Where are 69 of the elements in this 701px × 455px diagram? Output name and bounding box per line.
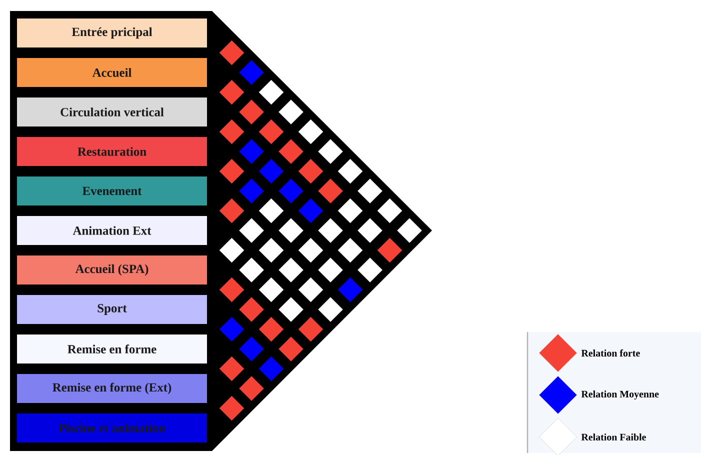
relation-diamond [278, 100, 304, 124]
relation-diamond [258, 356, 284, 382]
relation-diamond [278, 218, 304, 243]
relation-diamond [258, 316, 284, 342]
relation-diamond [298, 238, 324, 263]
relation-diamond [318, 139, 343, 164]
label-box: Accueil [17, 58, 207, 87]
label-box: Restauration [17, 136, 207, 166]
relation-diamond [278, 297, 304, 322]
relation-diamond [377, 198, 402, 224]
relation-diamond [239, 376, 264, 401]
relation-diamond [258, 198, 284, 224]
relation-diamond [298, 158, 324, 184]
relation-diamond [338, 277, 363, 302]
relation-diamond [298, 316, 324, 342]
relation-diamond [298, 119, 324, 144]
label-box: Animation Ext [17, 216, 207, 245]
relation-diamond [338, 198, 363, 224]
relation-diamond [219, 80, 244, 105]
relation-diamond [219, 40, 244, 66]
relation-diamond [239, 218, 264, 243]
relation-diamond [239, 178, 264, 204]
relation-diamond [219, 356, 244, 382]
relation-diamond [318, 178, 343, 204]
relation-diamond [239, 258, 264, 282]
legend-label: Relation Faible [581, 433, 646, 440]
relation-diamond [258, 80, 284, 105]
relation-diamond [358, 218, 382, 243]
relation-diamond [358, 178, 382, 204]
relation-diamond [298, 277, 324, 302]
label-box: Accueil (SPA) [17, 255, 207, 284]
label-box: Evenement [17, 176, 207, 206]
relation-diamond [298, 198, 324, 224]
relation-diamond [278, 139, 304, 164]
relation-diamond [258, 238, 284, 263]
relation-diamond [338, 238, 363, 263]
relation-diamond [258, 158, 284, 184]
relation-diamond [239, 336, 264, 362]
relation-diamond [239, 297, 264, 322]
relation-diamond [258, 119, 284, 144]
relation-diamond [219, 316, 244, 342]
relation-diamond [239, 60, 264, 85]
label-box: Entrée pricipal [17, 18, 207, 48]
relation-diamond [219, 396, 244, 421]
relation-diamond [278, 336, 304, 362]
label-box: Remise en forme [17, 334, 207, 364]
legend-label: Relation Moyenne [581, 390, 659, 400]
relation-diamond [318, 218, 343, 243]
legend-label: Relation forte [581, 349, 640, 357]
label-box: Remise en forme (Ext) [17, 374, 207, 403]
relation-diamond [239, 139, 264, 164]
relation-diamond [358, 258, 382, 282]
relation-diamond [219, 198, 244, 224]
label-box: Piscine et animation [17, 413, 207, 442]
relation-diamond [377, 238, 402, 263]
relation-diamond [219, 158, 244, 184]
relation-diamond [278, 258, 304, 282]
relation-diamond [219, 238, 244, 263]
relation-diamond [338, 158, 363, 184]
relation-diamond [219, 277, 244, 302]
relation-diamond [318, 258, 343, 282]
label-box: Sport [17, 294, 207, 324]
label-box: Circulation vertical [17, 97, 207, 126]
relation-diamond [318, 297, 343, 322]
relation-diamond [239, 100, 264, 124]
relation-diamond [397, 218, 422, 243]
relation-diamond [278, 178, 304, 204]
relation-diamond [258, 277, 284, 302]
relation-diamond [219, 119, 244, 144]
